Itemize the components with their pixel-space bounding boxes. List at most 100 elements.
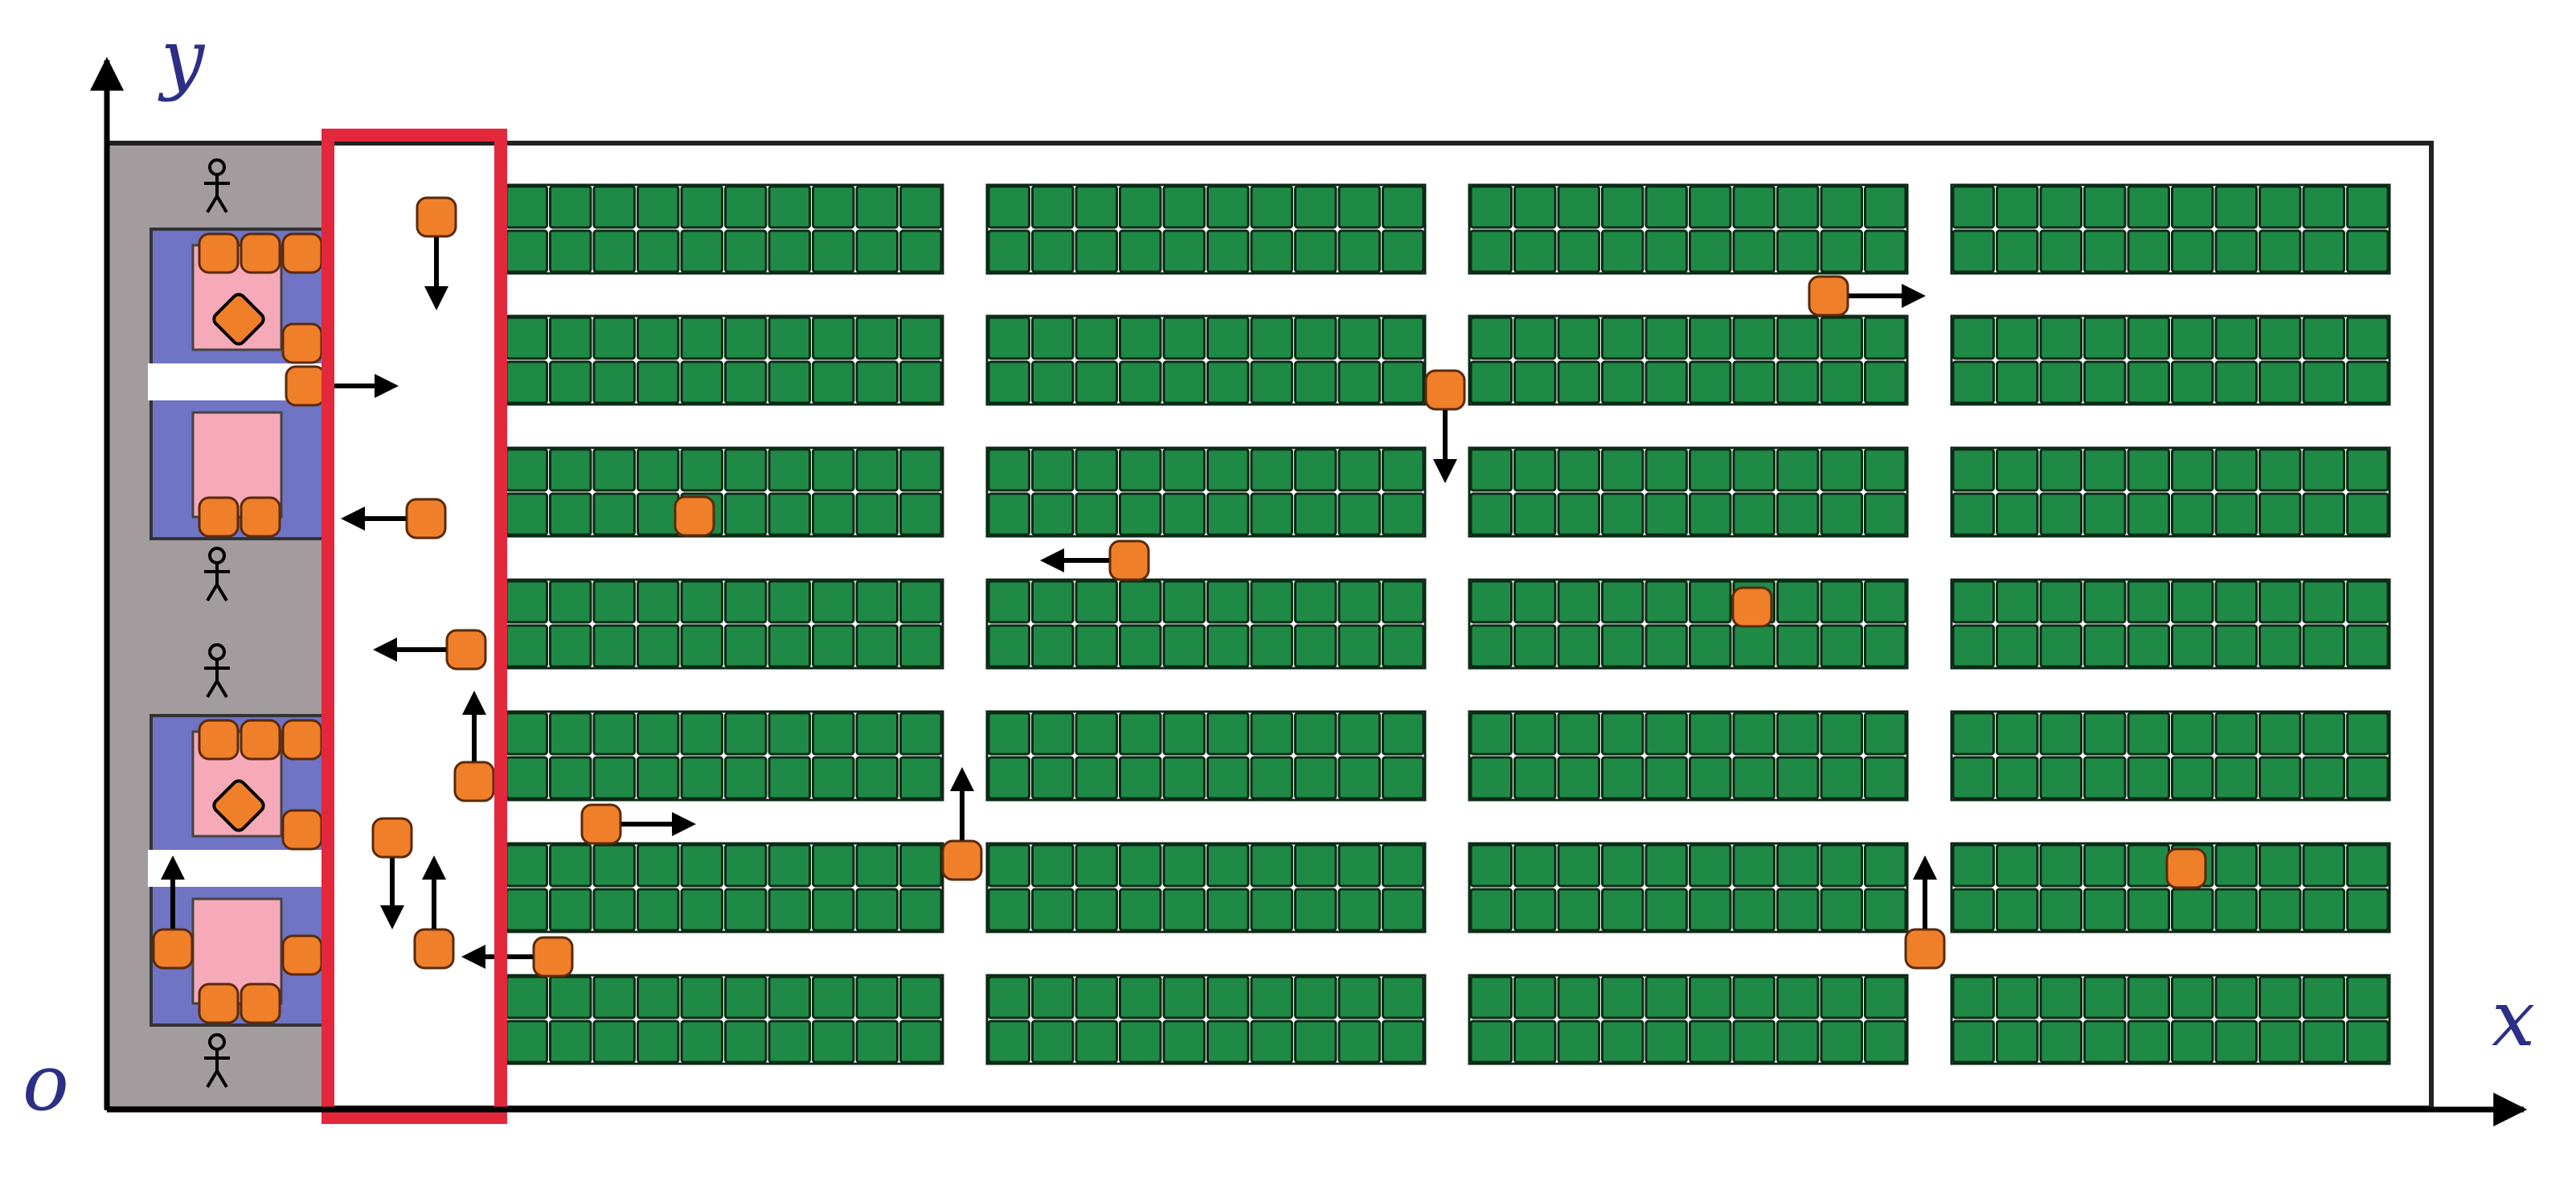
shelf-cell bbox=[637, 624, 680, 668]
shelf-cell bbox=[1557, 492, 1600, 536]
shelf-cell bbox=[1601, 888, 1644, 932]
shelf-block-outline bbox=[1950, 842, 2391, 933]
shelf-cell bbox=[1206, 843, 1250, 888]
robot-icon bbox=[405, 498, 447, 539]
shelf-cell bbox=[2039, 492, 2083, 536]
shelf-cell bbox=[1644, 448, 1688, 492]
shelf-block-outline bbox=[1468, 183, 1909, 275]
shelf-cell bbox=[1689, 185, 1732, 229]
shelf-cell bbox=[1732, 492, 1775, 536]
shelf-cell bbox=[1557, 843, 1600, 888]
shelf-cell bbox=[1601, 624, 1644, 668]
robot-icon bbox=[416, 196, 457, 238]
shelf-cell bbox=[2127, 360, 2170, 404]
shelf-cell bbox=[680, 448, 723, 492]
shelf-cell bbox=[1601, 492, 1644, 536]
shelf-cell bbox=[1557, 316, 1600, 360]
shelf-cell bbox=[1337, 888, 1381, 932]
shelf-cell bbox=[1206, 888, 1250, 932]
shelf-cell bbox=[2171, 229, 2214, 273]
shelf-cell bbox=[637, 1019, 680, 1064]
shelf-cell bbox=[724, 888, 768, 932]
shelf-cell bbox=[505, 756, 548, 800]
robot-icon bbox=[1424, 369, 1466, 411]
shelf-cell bbox=[1776, 580, 1820, 624]
robot-icon bbox=[152, 928, 194, 970]
shelf-cell bbox=[2214, 316, 2258, 360]
shelf-cell bbox=[1557, 712, 1600, 756]
shelf-cell bbox=[987, 229, 1030, 273]
shelf-cell bbox=[2039, 756, 2083, 800]
shelf-cell bbox=[1337, 580, 1381, 624]
shelf-cell bbox=[2171, 448, 2214, 492]
shelf-cell bbox=[2127, 185, 2170, 229]
diamond-icon bbox=[212, 779, 265, 832]
shelf-block bbox=[1468, 974, 1909, 1065]
shelf-block bbox=[503, 578, 944, 670]
shelf-cell bbox=[1469, 580, 1513, 624]
shelf-cell bbox=[592, 360, 636, 404]
shelf-cell bbox=[2214, 229, 2258, 273]
shelf-cell bbox=[1250, 843, 1293, 888]
shelf-cell bbox=[2346, 360, 2390, 404]
shelf-cell bbox=[1382, 580, 1425, 624]
shelf-cell bbox=[1162, 624, 1206, 668]
shelf-cell bbox=[1820, 492, 1863, 536]
shelf-cell bbox=[899, 360, 943, 404]
shelf-cell bbox=[2302, 756, 2345, 800]
shelf-cell bbox=[1601, 756, 1644, 800]
shelf-cell bbox=[505, 888, 548, 932]
shelf-cell bbox=[1996, 1019, 2039, 1064]
shelf-cell bbox=[1776, 1019, 1820, 1064]
shelf-cell bbox=[1820, 975, 1863, 1019]
shelf-block bbox=[1950, 842, 2391, 933]
shelf-cell bbox=[2346, 888, 2390, 932]
shelf-cell bbox=[855, 888, 899, 932]
shelf-cell bbox=[2083, 624, 2127, 668]
shelf-cell bbox=[505, 360, 548, 404]
shelf-cell bbox=[1601, 229, 1644, 273]
shelf-cell bbox=[987, 492, 1030, 536]
shelf-cell bbox=[1513, 975, 1557, 1019]
shelf-cell bbox=[1820, 448, 1863, 492]
shelf-cell bbox=[1513, 756, 1557, 800]
shelf-cell bbox=[1732, 229, 1775, 273]
shelf-cell bbox=[1075, 756, 1118, 800]
shelf-cell bbox=[2346, 843, 2390, 888]
shelf-cell bbox=[1382, 360, 1425, 404]
shelf-cell bbox=[2259, 756, 2302, 800]
robot-icon bbox=[285, 365, 326, 407]
shelf-cell bbox=[855, 580, 899, 624]
shelf-cell bbox=[899, 1019, 943, 1064]
shelf-cell bbox=[2302, 843, 2345, 888]
shelf-block bbox=[503, 842, 944, 933]
robot-icon bbox=[281, 232, 323, 274]
shelf-cell bbox=[2083, 888, 2127, 932]
shelf-cell bbox=[2039, 712, 2083, 756]
shelf-cell bbox=[1382, 185, 1425, 229]
shelf-cell bbox=[1951, 888, 1995, 932]
shelf-cell bbox=[1689, 712, 1732, 756]
shelf-cell bbox=[2346, 712, 2390, 756]
shelf-cell bbox=[855, 185, 899, 229]
shelf-cell bbox=[1776, 712, 1820, 756]
shelf-cell bbox=[637, 888, 680, 932]
shelf-cell bbox=[1031, 492, 1075, 536]
shelf-cell bbox=[1162, 229, 1206, 273]
shelf-cell bbox=[899, 843, 943, 888]
shelf-block-outline bbox=[1950, 446, 2391, 538]
shelf-cell bbox=[2171, 492, 2214, 536]
shelf-cell bbox=[549, 360, 592, 404]
shelf-cell bbox=[505, 492, 548, 536]
shelf-block bbox=[1950, 183, 2391, 275]
shelf-cell bbox=[855, 756, 899, 800]
shelf-cell bbox=[1162, 756, 1206, 800]
shelf-cell bbox=[1031, 624, 1075, 668]
shelf-cell bbox=[2083, 1019, 2127, 1064]
shelf-cell bbox=[855, 316, 899, 360]
shelf-cell bbox=[1996, 624, 2039, 668]
shelf-cell bbox=[1996, 360, 2039, 404]
robot-icon bbox=[281, 322, 323, 364]
shelf-cell bbox=[2259, 316, 2302, 360]
